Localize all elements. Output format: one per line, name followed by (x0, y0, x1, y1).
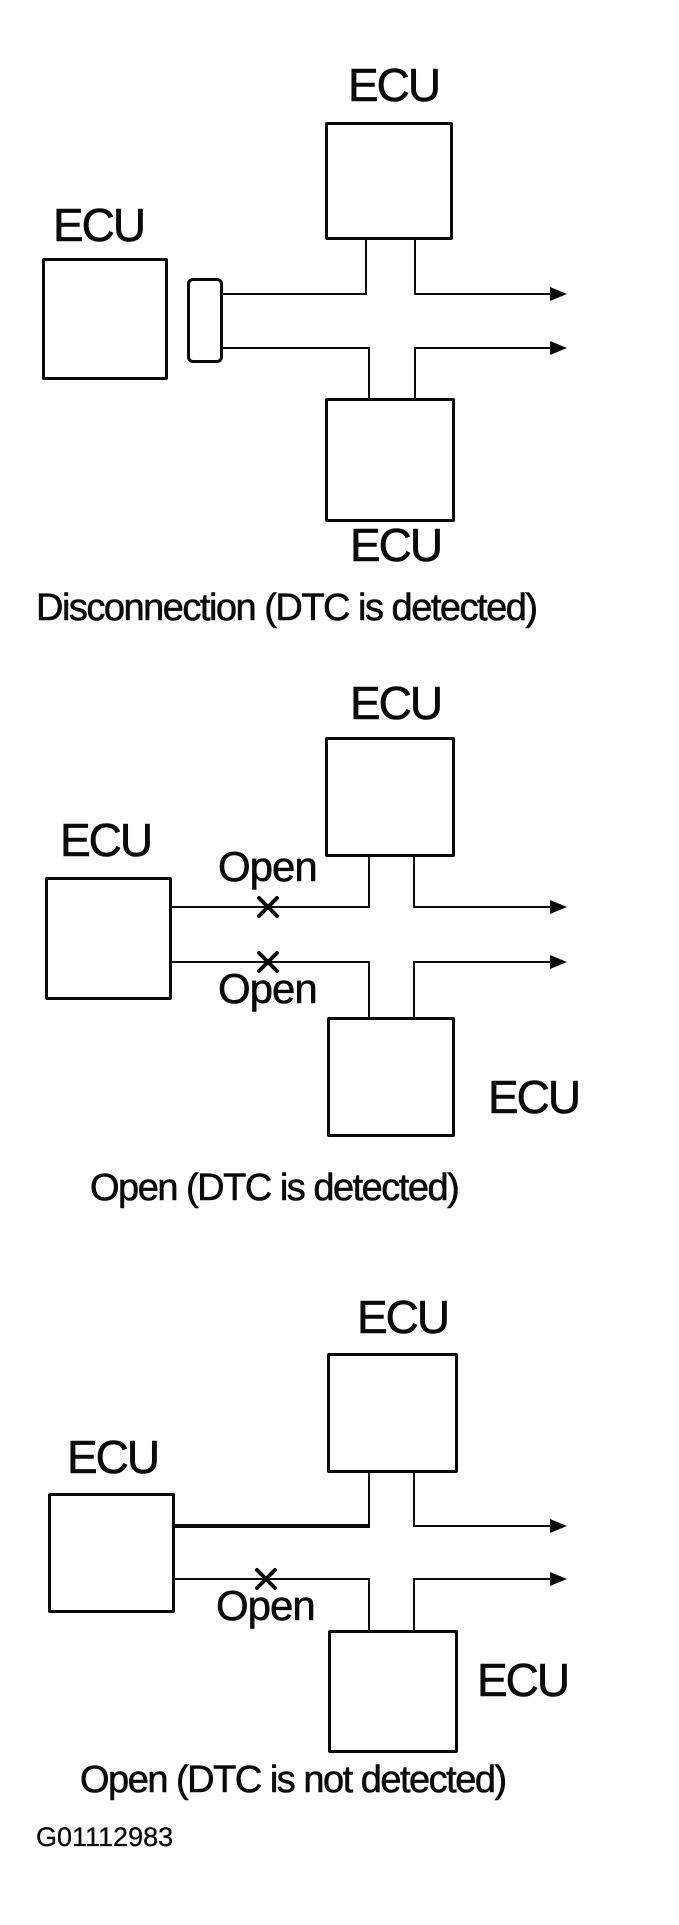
open-x-mark-icon (257, 951, 279, 973)
ecu-box-top (327, 1353, 458, 1473)
bus-wire2-segment (223, 347, 370, 349)
open-fault-label: Open (218, 965, 318, 1012)
bus-wire1-segment (413, 906, 550, 908)
ecu-label-top: ECU (350, 677, 444, 729)
ecu-bottom-leg-left (368, 347, 370, 400)
ecu-bottom-leg-right (414, 347, 416, 400)
bus-wire2-segment (172, 961, 370, 963)
open-x-mark-icon (255, 1568, 277, 1590)
ecu-bottom-leg-right (413, 1578, 415, 1632)
bus-arrow-icon (550, 287, 567, 301)
ecu-box-top (325, 122, 453, 240)
ecu-label-bottom: ECU (488, 1071, 582, 1123)
ecu-label-top: ECU (357, 1291, 451, 1343)
ecu-top-leg-right (413, 857, 415, 908)
bus-wire2-segment (414, 347, 550, 349)
bus-arrow-icon (550, 341, 567, 355)
open-fault-label: Open (218, 843, 318, 890)
bus-arrow-icon (550, 1572, 567, 1586)
x-stroke (257, 951, 279, 973)
ecu-box-left (42, 258, 168, 380)
diagram-caption: Open (DTC is not detected) (80, 1759, 508, 1801)
ecu-top-leg-left (365, 240, 367, 295)
ecu-bottom-leg-left (368, 1578, 370, 1632)
ecu-label-left: ECU (53, 199, 147, 251)
bus-wire2-segment (175, 1578, 370, 1580)
x-stroke (255, 1568, 277, 1590)
ecu-top-leg-left (368, 857, 370, 908)
diagram-caption: Disconnection (DTC is detected) (36, 587, 539, 629)
ecu-top-leg-right (413, 1473, 415, 1526)
open-fault-label: Open (216, 1582, 316, 1629)
figure-code: G01112983 (36, 1822, 174, 1852)
ecu-label-left: ECU (67, 1431, 161, 1483)
ecu-bottom-leg-left (368, 961, 370, 1017)
ecu-box-left (48, 1493, 175, 1613)
ecu-label-bottom: ECU (477, 1654, 571, 1706)
ecu-label-top: ECU (348, 59, 442, 111)
ecu-box-left (45, 877, 172, 1000)
x-stroke (257, 896, 279, 918)
ecu-box-bottom (328, 1630, 458, 1753)
bus-wire1-segment (414, 293, 550, 295)
bus-wire2-segment (413, 1578, 550, 1580)
bus-wire1-segment (223, 293, 367, 295)
ecu-top-leg-right (414, 240, 416, 295)
ecu-box-bottom (327, 1017, 455, 1137)
diagram-caption: Open (DTC is detected) (90, 1167, 460, 1209)
ecu-box-bottom (325, 398, 455, 522)
bus-wire1-segment (413, 1525, 550, 1527)
bus-wire1-segment (175, 1524, 370, 1528)
bus-arrow-icon (550, 1519, 567, 1533)
ecu-bottom-leg-right (413, 961, 415, 1017)
bus-wire2-segment (413, 961, 550, 963)
ecu-box-top (325, 737, 455, 857)
ecu-label-left: ECU (60, 814, 154, 866)
bus-arrow-icon (550, 900, 567, 914)
ecu-top-leg-left (368, 1473, 370, 1526)
open-x-mark-icon (257, 896, 279, 918)
bus-arrow-icon (550, 955, 567, 969)
disconnected-connector (187, 278, 223, 363)
ecu-label-bottom: ECU (350, 519, 444, 571)
